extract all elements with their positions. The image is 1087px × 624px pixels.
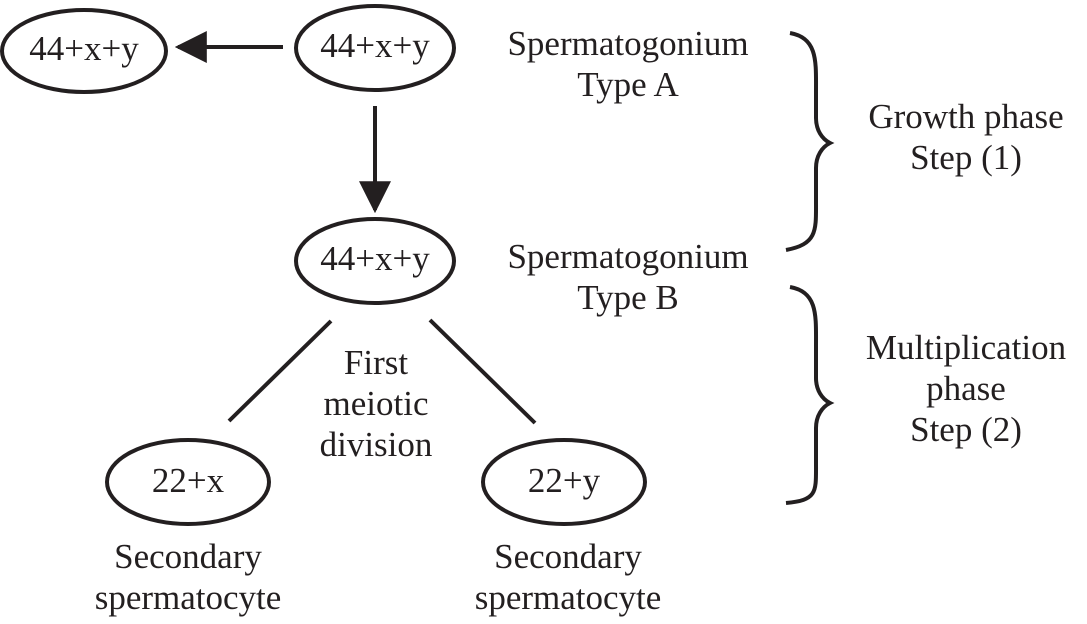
growth-brace [785, 31, 835, 252]
growth-phase-label: Growth phase Step (1) [868, 96, 1063, 178]
cell-sec-y-ellipse [481, 438, 647, 526]
cell-left-ellipse [0, 8, 168, 94]
cell-left-text: 44+x+y [29, 29, 139, 68]
secondary-right-line1: Secondary [494, 537, 642, 576]
cell-type-a-text: 44+x+y [320, 26, 430, 65]
type-a-label: Spermatogonium Type A [507, 23, 748, 105]
cell-sec-x-text: 22+x [151, 461, 225, 500]
multiplication-phase-line1: Multiplication [865, 328, 1067, 367]
secondary-left-line1: Secondary [114, 537, 262, 576]
division-line2: meiotic [323, 384, 429, 423]
division-line-left [227, 319, 333, 423]
cell-type-b-ellipse [294, 217, 456, 305]
division-line1: First [343, 343, 409, 382]
multiplication-phase-label: Multiplication phase Step (2) [866, 327, 1066, 450]
division-line-right [428, 318, 537, 425]
growth-phase-line1: Growth phase [868, 97, 1064, 136]
cell-type-b-text: 44+x+y [320, 239, 430, 278]
secondary-right-line2: spermatocyte [474, 578, 662, 617]
type-a-line1: Spermatogonium [507, 24, 749, 63]
multiplication-phase-line3: Step (2) [910, 410, 1022, 449]
cell-sec-x-ellipse [105, 438, 271, 526]
type-a-line2: Type A [577, 65, 679, 104]
type-b-label: Spermatogonium Type B [507, 236, 748, 318]
cell-sec-y-text: 22+y [527, 461, 601, 500]
multiplication-phase-line2: phase [926, 369, 1006, 408]
cell-type-a-ellipse [294, 4, 456, 92]
secondary-left-label: Secondary spermatocyte [95, 536, 282, 618]
secondary-right-label: Secondary spermatocyte [475, 536, 662, 618]
type-b-line1: Spermatogonium [507, 237, 749, 276]
multiplication-brace [785, 285, 835, 505]
secondary-left-line2: spermatocyte [94, 578, 282, 617]
division-label: First meiotic division [320, 342, 433, 465]
growth-phase-line2: Step (1) [910, 138, 1022, 177]
division-line3: division [319, 425, 433, 464]
type-b-line2: Type B [577, 278, 679, 317]
